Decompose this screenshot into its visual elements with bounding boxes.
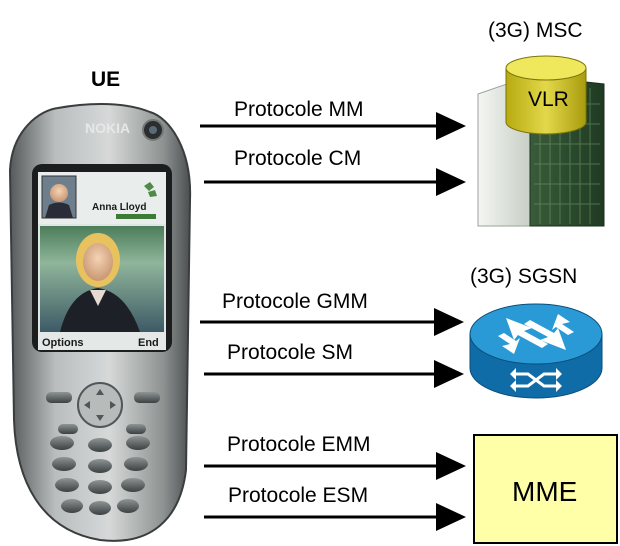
protocol-mm-label: Protocole MM — [234, 98, 364, 121]
msc-title: (3G) MSC — [488, 19, 583, 42]
phone-screen: Anna Lloyd Options End — [38, 172, 166, 350]
sgsn-router-icon — [469, 303, 603, 399]
caller-name: Anna Lloyd — [92, 202, 146, 213]
protocol-emm-label: Protocole EMM — [227, 433, 371, 456]
protocol-gmm-label: Protocole GMM — [222, 290, 368, 313]
softkey-right-button — [134, 392, 160, 403]
protocol-sm-label: Protocole SM — [227, 341, 354, 364]
vlr-label: VLR — [528, 88, 569, 111]
softkey-left-label: Options — [42, 337, 84, 349]
phone-brand: NOKIA — [85, 120, 130, 136]
signal-icon — [144, 182, 157, 197]
protocol-esm-label: Protocole ESM — [228, 484, 369, 507]
ue-label: UE — [91, 68, 121, 91]
protocol-cm-label: Protocole CM — [234, 147, 362, 170]
nav-key — [77, 382, 123, 428]
msc-server-icon — [477, 55, 605, 227]
softkey-left-button — [46, 392, 72, 403]
mme-box — [473, 434, 618, 544]
sgsn-title: (3G) SGSN — [470, 265, 578, 288]
vlr-cylinder-top — [505, 55, 587, 81]
softkey-right-label: End — [138, 337, 159, 349]
mme-label: MME — [512, 476, 578, 507]
keypad — [46, 382, 160, 515]
